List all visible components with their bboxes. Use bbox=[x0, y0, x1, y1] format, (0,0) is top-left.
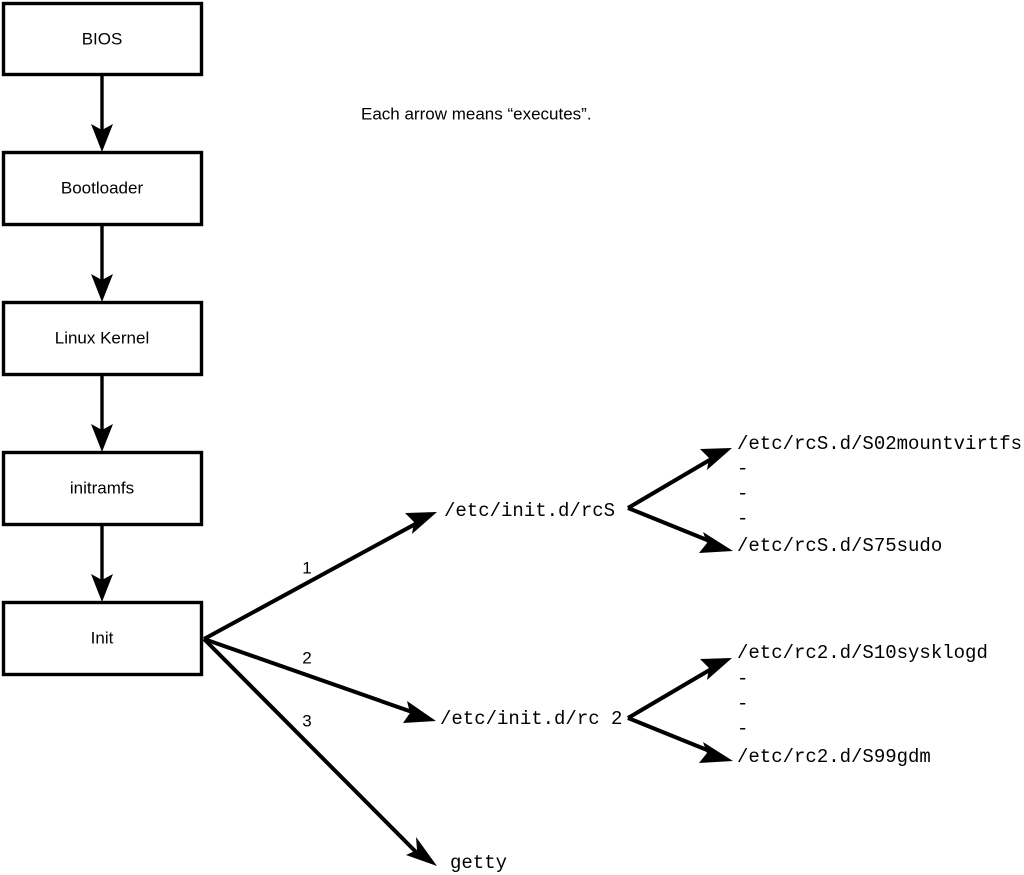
initramfs-label: initramfs bbox=[70, 478, 134, 497]
arrowhead-bootloader-kernel bbox=[91, 274, 113, 302]
arrow-kernel-to-initramfs bbox=[91, 375, 113, 452]
arrow-init-to-rcs bbox=[203, 512, 437, 641]
arrowhead-kernel-initramfs bbox=[91, 424, 113, 452]
target-label-rcs[interactable]: /etc/init.d/rcS bbox=[444, 500, 615, 522]
arrow-rc2-to-first-script bbox=[626, 658, 732, 720]
arrowhead-init-rcs bbox=[405, 512, 437, 534]
node-linux-kernel[interactable]: Linux Kernel bbox=[1, 300, 204, 377]
rcs-script-first: /etc/rcS.d/S02mountvirtfs bbox=[737, 433, 1022, 455]
arrow-rcs-to-first-script bbox=[626, 448, 732, 510]
arrow-rc2-to-last-script bbox=[627, 716, 733, 763]
bios-box bbox=[1, 1, 204, 77]
node-initramfs[interactable]: initramfs bbox=[1, 450, 204, 527]
arrowhead-rcs-last bbox=[699, 532, 733, 553]
target-label-rc2[interactable]: /etc/init.d/rc 2 bbox=[440, 708, 622, 730]
arrowhead-rc2-first bbox=[700, 658, 732, 680]
rcs-ellipsis-dash-1: - bbox=[737, 458, 748, 480]
bootloader-box bbox=[1, 150, 204, 227]
edge-number-1: 1 bbox=[302, 558, 311, 577]
rcs-ellipsis-dash-3: - bbox=[737, 508, 748, 530]
rcs-ellipsis-dash-2: - bbox=[737, 483, 748, 505]
arrow-init-to-rc2 bbox=[203, 637, 436, 723]
bios-label: BIOS bbox=[82, 29, 123, 48]
init-label: Init bbox=[91, 628, 114, 647]
linux-kernel-box bbox=[1, 300, 204, 377]
arrow-initramfs-to-init bbox=[91, 525, 113, 602]
arrow-bootloader-to-kernel bbox=[91, 225, 113, 302]
edge-number-2: 2 bbox=[302, 648, 311, 667]
initramfs-box bbox=[1, 450, 204, 527]
diagram-caption: Each arrow means “executes”. bbox=[361, 104, 592, 123]
init-box bbox=[1, 600, 204, 677]
rc2-ellipsis-dash-1: - bbox=[737, 668, 748, 690]
arrowhead-init-rc2 bbox=[403, 701, 436, 723]
arrowhead-init-getty bbox=[406, 837, 437, 866]
arrowhead-initramfs-init bbox=[91, 574, 113, 602]
rc2-ellipsis-dash-2: - bbox=[737, 693, 748, 715]
rc2-script-last: /etc/rc2.d/S99gdm bbox=[737, 746, 931, 768]
node-bios[interactable]: BIOS bbox=[1, 1, 204, 77]
node-bootloader[interactable]: Bootloader bbox=[1, 150, 204, 227]
arrowhead-rc2-last bbox=[699, 742, 733, 763]
node-init[interactable]: Init bbox=[1, 600, 204, 677]
rc2-ellipsis-dash-3: - bbox=[737, 718, 748, 740]
arrow-rcs-to-last-script bbox=[627, 506, 733, 553]
arrowhead-rcs-first bbox=[700, 448, 732, 470]
arrow-init-to-getty bbox=[202, 637, 437, 866]
rcs-script-last: /etc/rcS.d/S75sudo bbox=[737, 535, 942, 557]
edge-number-3: 3 bbox=[302, 711, 311, 730]
bootloader-label: Bootloader bbox=[61, 178, 144, 197]
rc2-script-first: /etc/rc2.d/S10sysklogd bbox=[737, 642, 988, 664]
target-label-getty[interactable]: getty bbox=[450, 852, 507, 874]
linux-kernel-label: Linux Kernel bbox=[55, 328, 150, 347]
arrow-bios-to-bootloader bbox=[91, 75, 113, 152]
arrowhead-bios-bootloader bbox=[91, 124, 113, 152]
